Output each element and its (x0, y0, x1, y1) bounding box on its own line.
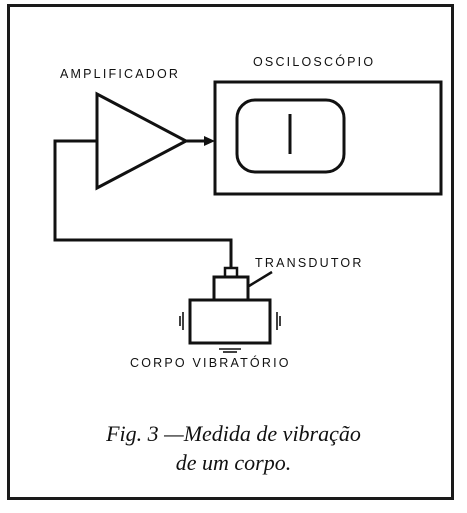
transducer-label: TRANSDUTOR (255, 256, 364, 270)
amplifier-symbol (95, 91, 190, 191)
figure-caption-line2: de um corpo. (175, 450, 292, 475)
oscilloscope-label: OSCILOSCÓPIO (253, 55, 376, 69)
vibration-marks-right (276, 312, 281, 330)
oscilloscope-screen (235, 98, 346, 174)
figure-caption-line1: Fig. 3 —Medida de vibração (106, 421, 361, 446)
vibrating-body-label: CORPO VIBRATÓRIO (130, 356, 291, 370)
amplifier-label: AMPLIFICADOR (60, 67, 181, 81)
transducer-pointer (248, 270, 273, 288)
figure-frame (7, 4, 454, 500)
vibration-marks-left (179, 312, 184, 330)
oscilloscope-box (213, 80, 443, 196)
arrowhead (204, 136, 215, 146)
transducer-body (212, 275, 250, 302)
vibration-marks-bottom (219, 348, 241, 353)
vibrating-body (188, 298, 272, 345)
cable-transducer-to-amplifier (53, 139, 233, 270)
